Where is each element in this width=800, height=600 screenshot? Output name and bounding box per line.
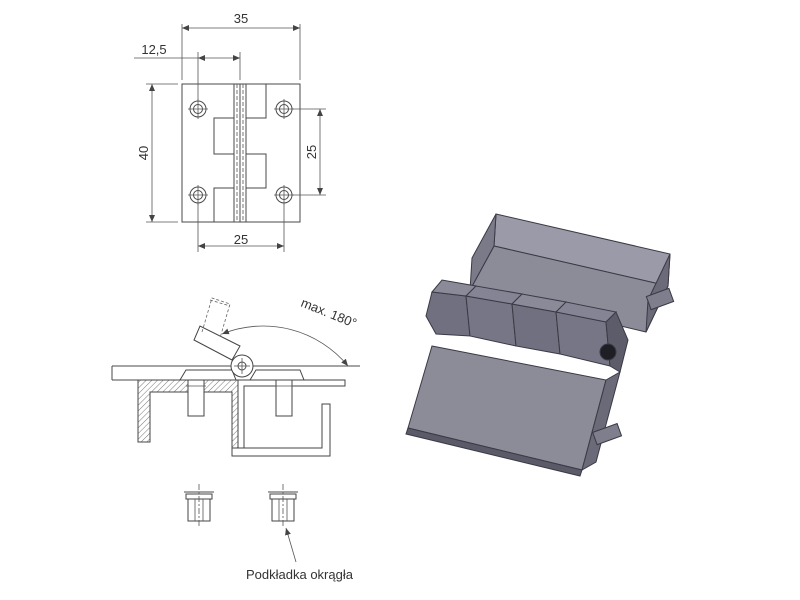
bolt-right bbox=[275, 379, 293, 417]
washer-nut-right bbox=[268, 484, 298, 526]
hinge-3d-view bbox=[405, 213, 675, 477]
hinge-leaf-rotated bbox=[193, 325, 241, 361]
profile-right bbox=[231, 403, 331, 457]
front-view: 35 12,5 40 25 25 bbox=[134, 11, 326, 252]
rotation-arc bbox=[221, 325, 349, 367]
mounting-hole-top-right bbox=[274, 99, 294, 119]
hinge-leaf-right bbox=[249, 369, 305, 381]
mounting-hole-top-left bbox=[188, 99, 208, 119]
mounting-hole-bottom-right bbox=[274, 185, 294, 205]
dimension-width-35: 35 bbox=[181, 11, 301, 80]
side-view: max. 180° bbox=[111, 295, 360, 457]
dimension-label-35: 35 bbox=[234, 11, 248, 26]
dimension-label-25-horizontal: 25 bbox=[234, 232, 248, 247]
pin-hole bbox=[599, 343, 617, 361]
bolt-rotated-dashed bbox=[201, 297, 231, 339]
bolt-left bbox=[187, 379, 205, 417]
washer-nut-left bbox=[184, 484, 214, 526]
dimension-hole-spacing-vertical: 25 bbox=[292, 108, 326, 196]
dimension-offset-12-5: 12,5 bbox=[134, 42, 241, 100]
dimension-label-12-5: 12,5 bbox=[141, 42, 166, 57]
mounting-hole-bottom-left bbox=[188, 185, 208, 205]
dimension-hole-spacing-horizontal: 25 bbox=[197, 204, 285, 252]
dimension-height-40: 40 bbox=[136, 83, 178, 223]
rotation-label: max. 180° bbox=[299, 295, 359, 331]
hinge-leaf-left bbox=[179, 369, 237, 381]
hinge-plate-outline bbox=[181, 83, 301, 223]
washer-label: Podkładka okrągła bbox=[246, 567, 354, 582]
dimension-label-40: 40 bbox=[136, 146, 151, 160]
dimension-label-25-vertical: 25 bbox=[304, 145, 319, 159]
